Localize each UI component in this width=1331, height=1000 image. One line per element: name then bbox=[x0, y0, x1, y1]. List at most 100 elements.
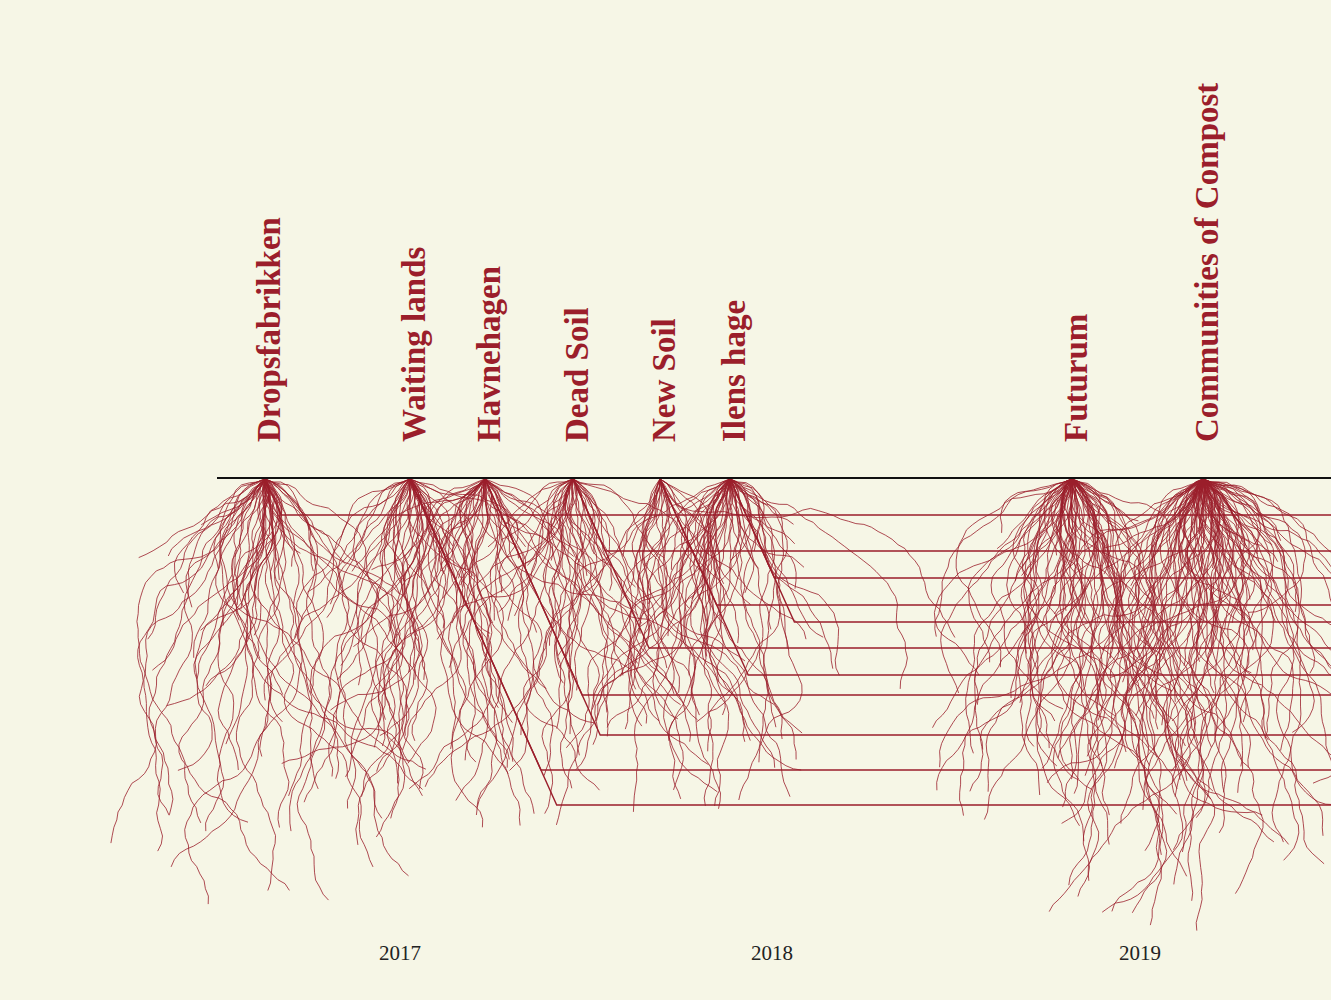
root-strand bbox=[428, 479, 488, 801]
root-strand bbox=[730, 479, 796, 760]
root-strand bbox=[707, 479, 776, 727]
root-strand bbox=[1197, 479, 1269, 740]
root-strand bbox=[356, 479, 410, 845]
root-strand bbox=[330, 479, 419, 710]
root-strand bbox=[405, 479, 486, 672]
root-strand bbox=[707, 479, 801, 770]
root-strand bbox=[1174, 479, 1274, 884]
root-strand bbox=[1136, 479, 1205, 683]
root-strand bbox=[1203, 479, 1331, 864]
project-name: Ilens hage bbox=[716, 300, 752, 442]
root-strand bbox=[431, 479, 485, 628]
link-line bbox=[573, 479, 1331, 648]
root-strand bbox=[206, 479, 274, 686]
project-name: Waiting lands bbox=[396, 247, 432, 442]
root-strand bbox=[1042, 479, 1203, 768]
root-strand bbox=[201, 479, 269, 630]
root-strand bbox=[1044, 479, 1101, 620]
root-strand bbox=[566, 479, 750, 741]
root-strand bbox=[374, 479, 433, 747]
root-strand bbox=[1072, 479, 1213, 791]
root-strand bbox=[485, 479, 526, 547]
root-strand bbox=[730, 479, 907, 689]
root-strand bbox=[144, 479, 265, 851]
root-strand bbox=[1159, 479, 1214, 931]
root-strand bbox=[730, 479, 833, 669]
root-strand bbox=[485, 479, 546, 689]
root-strand bbox=[380, 479, 433, 736]
link-line bbox=[573, 479, 1331, 551]
root-strand bbox=[558, 479, 730, 656]
root-strand bbox=[361, 479, 423, 746]
root-strand bbox=[730, 479, 782, 739]
root-strand bbox=[466, 479, 534, 814]
root-strand bbox=[304, 479, 424, 802]
root-strand bbox=[1203, 479, 1272, 545]
root-strand bbox=[704, 479, 783, 806]
root-strand bbox=[669, 479, 730, 799]
root-strand bbox=[1085, 479, 1203, 776]
project-name: New Soil bbox=[646, 318, 682, 442]
root-strand bbox=[485, 479, 531, 771]
year-label: 2019 bbox=[1116, 941, 1164, 966]
root-strand bbox=[264, 479, 410, 700]
root-strand bbox=[425, 479, 583, 787]
root-strand bbox=[218, 479, 275, 770]
year-label: 2018 bbox=[748, 941, 796, 966]
root-strand bbox=[956, 479, 1072, 667]
root-strand bbox=[1196, 479, 1324, 864]
root-strand bbox=[730, 479, 802, 762]
root-strand bbox=[1171, 479, 1206, 772]
root-strand bbox=[730, 479, 839, 675]
root-strand bbox=[649, 479, 731, 604]
link-line bbox=[730, 479, 1331, 622]
link-lines bbox=[265, 479, 1331, 805]
link-line bbox=[660, 479, 1331, 675]
root-strand bbox=[1203, 479, 1331, 846]
root-strand bbox=[1069, 479, 1203, 885]
root-strand bbox=[171, 479, 302, 867]
root-strand bbox=[1188, 479, 1273, 901]
project-name: Futurum bbox=[1058, 314, 1094, 442]
root-strand bbox=[543, 479, 573, 646]
root-strand bbox=[937, 479, 1072, 790]
root-strand bbox=[168, 479, 265, 556]
root-strand bbox=[1201, 479, 1251, 768]
project-name: Dead Soil bbox=[559, 307, 595, 442]
root-strand bbox=[167, 479, 269, 706]
root-strand bbox=[730, 479, 769, 800]
root-strand bbox=[524, 479, 600, 790]
root-strand bbox=[308, 479, 411, 592]
root-strand bbox=[451, 479, 485, 760]
root-strand bbox=[265, 479, 295, 567]
root-strand bbox=[347, 479, 420, 809]
root-strand bbox=[1060, 479, 1083, 779]
root-strand bbox=[661, 479, 730, 809]
root-strand bbox=[970, 479, 1072, 791]
root-strand bbox=[485, 479, 691, 742]
link-line bbox=[410, 479, 1331, 770]
root-strand bbox=[681, 479, 790, 797]
root-strand bbox=[1203, 479, 1331, 698]
root-strand bbox=[265, 479, 302, 619]
root-strand bbox=[556, 479, 632, 825]
root-strand bbox=[660, 479, 775, 768]
root-strand bbox=[137, 479, 265, 823]
root-strand bbox=[1203, 479, 1331, 638]
root-strand bbox=[265, 479, 409, 772]
root-strand bbox=[111, 479, 265, 843]
root-strand bbox=[460, 479, 513, 762]
root-strand bbox=[138, 479, 265, 815]
root-strand bbox=[625, 479, 730, 729]
root-strand bbox=[1182, 479, 1230, 852]
root-strand bbox=[1020, 479, 1072, 703]
root-strand bbox=[295, 479, 411, 638]
root-strand bbox=[730, 479, 754, 593]
root-strand bbox=[1072, 479, 1099, 559]
project-name: Havnehagen bbox=[471, 266, 507, 442]
root-strand bbox=[1115, 479, 1203, 650]
root-strand bbox=[236, 479, 284, 891]
root-strand bbox=[576, 479, 668, 770]
root-strands bbox=[111, 479, 1331, 931]
